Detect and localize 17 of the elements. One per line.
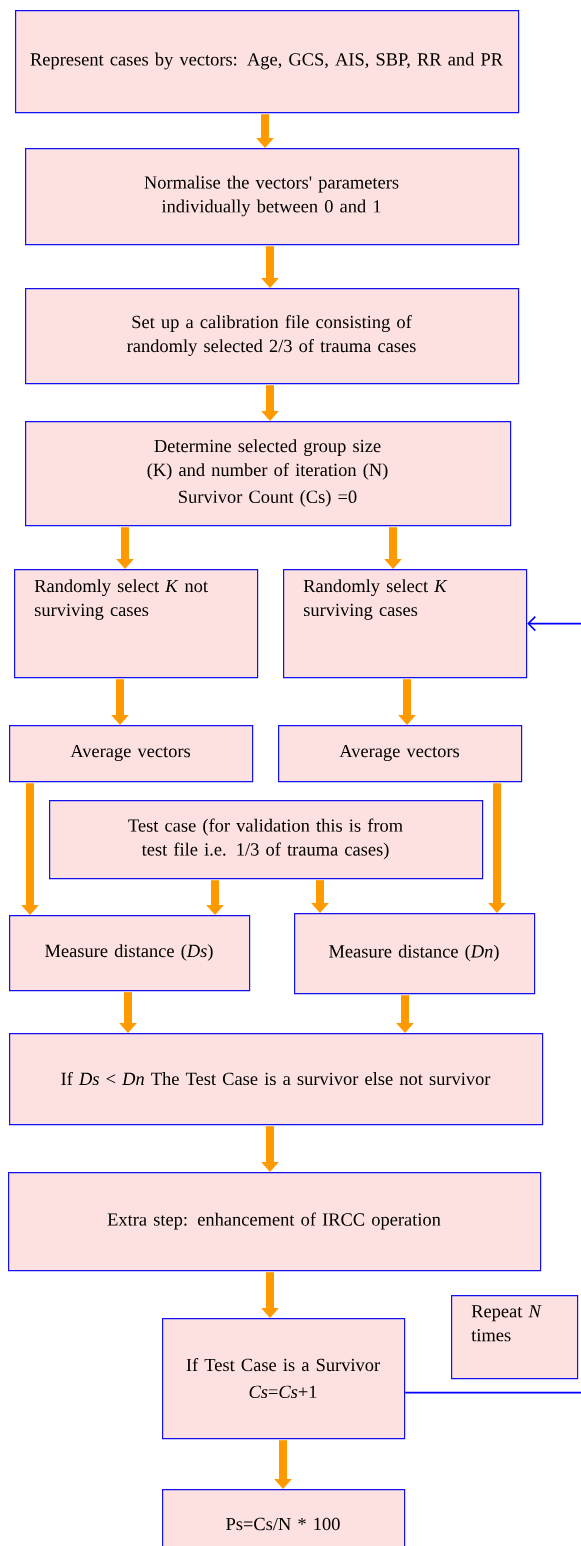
process-box: Determine selected group size (K) and number of iteration (N) Survivor Count (Cs) =0: [25, 421, 512, 527]
process-box: Randomly select K surviving cases: [283, 569, 528, 679]
process-box: Measure distance (Dn): [294, 913, 536, 995]
process-box: Test case (for validation this is from test file i.e. 1/3 of trauma cases): [49, 800, 484, 880]
process-box: Randomly select K not surviving cases: [14, 569, 259, 679]
process-box: Average vectors: [278, 725, 523, 783]
process-box: Represent cases by vectors: Age, GCS, AIS, SBP, RR and PR: [15, 10, 520, 114]
connector-line: [404, 615, 581, 1394]
process-box: Measure distance (Ds): [9, 915, 251, 992]
process-box: Average vectors: [9, 725, 254, 783]
process-box: If Ds < Dn The Test Case is a survivor else not survivor: [9, 1033, 544, 1126]
process-box: Extra step: enhancement of IRCC operation: [8, 1172, 542, 1272]
process-box: Ps=Cs/N * 100: [162, 1489, 406, 1546]
process-box: Set up a calibration file consisting of randomly selected 2/3 of trauma cases: [25, 288, 520, 385]
process-box: If Test Case is a Survivor Cs=Cs+1: [162, 1318, 406, 1440]
process-box: Repeat N times: [451, 1295, 579, 1380]
process-box: Normalise the vectors' parameters individually between 0 and 1: [25, 148, 520, 246]
